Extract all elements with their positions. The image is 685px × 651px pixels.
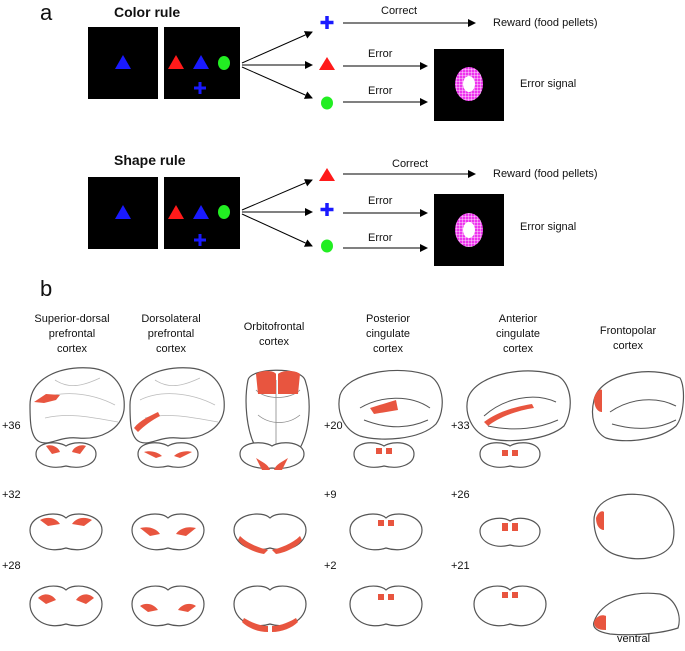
shape-error-signal-label: Error signal bbox=[520, 221, 577, 233]
choice-red-triangle bbox=[168, 55, 184, 69]
coord-label: +9 bbox=[324, 489, 337, 501]
panel-b-letter: b bbox=[40, 276, 53, 301]
green-circle-option bbox=[321, 96, 333, 110]
brain-medial-view-fpc bbox=[591, 371, 685, 442]
color-error-label-2: Error bbox=[368, 85, 393, 97]
brain-lateral-view-dlpfc bbox=[129, 367, 225, 444]
choice-red-triangle bbox=[168, 205, 184, 219]
color-correct-label: Correct bbox=[381, 5, 418, 17]
coord-label: +21 bbox=[451, 560, 470, 572]
coord-label: +36 bbox=[2, 420, 21, 432]
sample-blue-triangle bbox=[115, 55, 131, 69]
brain-medial-view-pcc bbox=[338, 369, 443, 440]
coord-label: +26 bbox=[451, 489, 470, 501]
green-circle-option bbox=[321, 239, 333, 253]
highlight-region bbox=[256, 371, 300, 394]
choice-blue-triangle bbox=[193, 205, 209, 219]
blue-cross-option bbox=[320, 16, 334, 29]
brain-ventral-view-ofc bbox=[245, 369, 310, 458]
highlight-region bbox=[484, 404, 534, 426]
shape-rule-trial bbox=[88, 168, 504, 266]
shape-rule-title: Shape rule bbox=[114, 152, 186, 168]
choice-blue-cross bbox=[194, 82, 206, 94]
shape-correct-label: Correct bbox=[392, 158, 429, 170]
red-triangle-option bbox=[319, 168, 335, 181]
sample-blue-triangle bbox=[115, 205, 131, 219]
panel-a-letter: a bbox=[40, 0, 53, 25]
coord-label: +28 bbox=[2, 560, 21, 572]
brain-medial-view-acc bbox=[466, 370, 571, 442]
choice-blue-triangle bbox=[193, 55, 209, 69]
color-reward-label: Reward (food pellets) bbox=[493, 17, 598, 29]
choice-green-circle bbox=[218, 205, 230, 219]
shape-error-label-1: Error bbox=[368, 195, 393, 207]
coord-label: +32 bbox=[2, 489, 21, 501]
view-label-ventral: ventral bbox=[617, 633, 651, 645]
color-error-signal-label: Error signal bbox=[520, 78, 577, 90]
color-rule-trial bbox=[88, 16, 504, 121]
coord-label: +20 bbox=[324, 420, 343, 432]
color-rule-title: Color rule bbox=[114, 4, 181, 20]
blue-cross-option bbox=[320, 203, 334, 216]
highlight-region bbox=[34, 394, 60, 403]
coronal-sections bbox=[29, 442, 680, 636]
highlight-region bbox=[370, 400, 398, 414]
red-triangle-option bbox=[319, 57, 335, 70]
task-diagram bbox=[88, 16, 504, 266]
brain-lateral-view-sdpfc bbox=[29, 367, 125, 444]
shape-reward-label: Reward (food pellets) bbox=[493, 168, 598, 180]
shape-error-label-2: Error bbox=[368, 232, 393, 244]
highlight-region bbox=[134, 412, 160, 432]
choice-green-circle bbox=[218, 56, 230, 70]
coord-label: +2 bbox=[324, 560, 337, 572]
coord-label: +33 bbox=[451, 420, 470, 432]
choice-blue-cross bbox=[194, 234, 206, 246]
color-error-label-1: Error bbox=[368, 48, 393, 60]
brain-illustrations bbox=[29, 367, 685, 636]
highlight-region bbox=[594, 389, 602, 412]
